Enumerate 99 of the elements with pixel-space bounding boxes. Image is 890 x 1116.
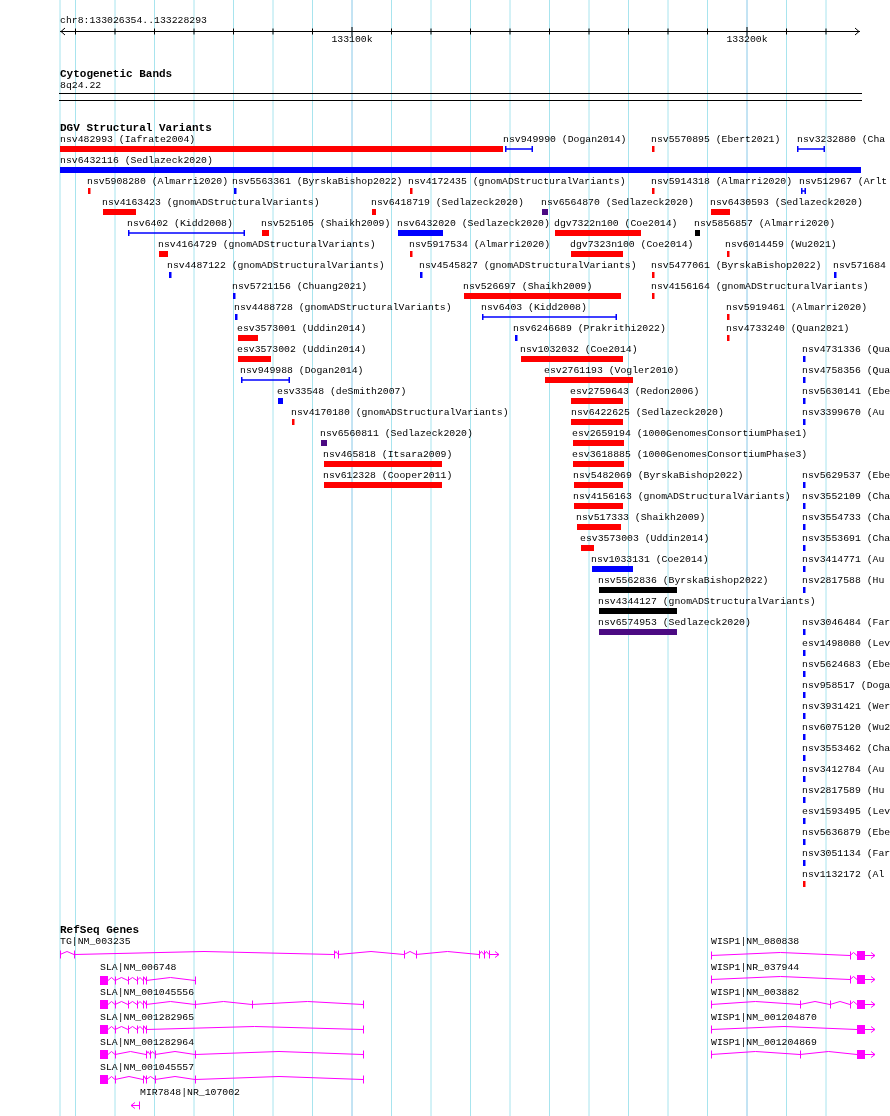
gene-label: SLA|NM_006748 [100, 962, 177, 974]
variant-label: esv2659194 (1000GenomesConsortiumPhase1) [572, 428, 808, 440]
variant-label: esv1593495 (Lev [802, 806, 890, 818]
variant-label: nsv526697 (Shaikh2009) [463, 281, 593, 293]
variant-label: nsv5629537 (Ebe [802, 470, 890, 482]
region-coordinates: chr8:133026354..133228293 [60, 15, 207, 27]
variant-label: nsv2817588 (Hu [802, 575, 885, 587]
variant-label: nsv3399670 (Au [802, 407, 885, 419]
gene-label: SLA|NM_001045557 [100, 1062, 195, 1074]
variant-label: nsv6014459 (Wu2021) [725, 239, 837, 251]
cytoband-label: 8q24.22 [60, 80, 102, 92]
variant-label: nsv4156163 (gnomADStructuralVariants) [573, 491, 791, 503]
variant-label: nsv6560811 (Sedlazeck2020) [320, 428, 473, 440]
track-title: Cytogenetic Bands [60, 68, 173, 80]
variant-label: nsv6246689 (Prakrithi2022) [513, 323, 666, 335]
variant-label: nsv525105 (Shaikh2009) [261, 218, 391, 230]
variant-label: esv1498080 (Lev [802, 638, 890, 650]
variant-label: nsv5563361 (ByrskaBishop2022) [232, 176, 403, 188]
variant-label: nsv3552109 (Cha [802, 491, 890, 503]
variant-label: nsv4488728 (gnomADStructuralVariants) [234, 302, 452, 314]
variant-label: dgv7322n100 (Coe2014) [554, 218, 678, 230]
variant-label: nsv6432116 (Sedlazeck2020) [60, 155, 213, 167]
variant-label: nsv4487122 (gnomADStructuralVariants) [167, 260, 385, 272]
gene-label: SLA|NM_001045556 [100, 987, 195, 999]
gene-label: WISP1|NM_003882 [711, 987, 800, 999]
tick-label: 133200k [726, 34, 768, 46]
variant-label: nsv4733240 (Quan2021) [726, 323, 850, 335]
variant-label: nsv6403 (Kidd2008) [481, 302, 587, 314]
variant-label: nsv5914318 (Almarri2020) [651, 176, 793, 188]
variant-label: nsv482993 (Iafrate2004) [60, 134, 196, 146]
variant-label: nsv1032032 (Coe2014) [520, 344, 638, 356]
tick-label: 133100k [331, 34, 373, 46]
gene-label: MIR7848|NR_107002 [140, 1087, 240, 1099]
variant-label: nsv3553462 (Cha [802, 743, 890, 755]
variant-label: esv3573003 (Uddin2014) [580, 533, 710, 545]
variant-label: nsv4172435 (gnomADStructuralVariants) [408, 176, 626, 188]
gene-label: WISP1|NM_001204869 [711, 1037, 817, 1049]
variant-label: nsv6422625 (Sedlazeck2020) [571, 407, 724, 419]
variant-label: nsv5477061 (ByrskaBishop2022) [651, 260, 822, 272]
variant-label: nsv3553691 (Cha [802, 533, 890, 545]
variant-label: nsv6430593 (Sedlazeck2020) [710, 197, 863, 209]
variant-label: nsv3554733 (Cha [802, 512, 890, 524]
variant-label: nsv512967 (Arlt [799, 176, 888, 188]
variant-label: nsv5917534 (Almarri2020) [409, 239, 551, 251]
variant-label: nsv5636879 (Ebe [802, 827, 890, 839]
variant-label: nsv1033131 (Coe2014) [591, 554, 709, 566]
variant-label: nsv4170180 (gnomADStructuralVariants) [291, 407, 509, 419]
track-title: DGV Structural Variants [60, 122, 212, 134]
variant-label: nsv4545827 (gnomADStructuralVariants) [419, 260, 637, 272]
variant-label: esv33548 (deSmith2007) [277, 386, 407, 398]
variant-label: nsv4344127 (gnomADStructuralVariants) [598, 596, 816, 608]
variant-label: nsv5482069 (ByrskaBishop2022) [573, 470, 744, 482]
variant-label: esv3573002 (Uddin2014) [237, 344, 367, 356]
variant-label: nsv949988 (Dogan2014) [240, 365, 364, 377]
gene-label: SLA|NM_001282964 [100, 1037, 195, 1049]
gene-label: WISP1|NM_001204870 [711, 1012, 817, 1024]
variant-label: nsv4758356 (Qua [802, 365, 890, 377]
variant-label: nsv949990 (Dogan2014) [503, 134, 627, 146]
variant-label: esv3618885 (1000GenomesConsortiumPhase3) [572, 449, 808, 461]
variant-label: nsv3232880 (Cha [797, 134, 886, 146]
variant-label: nsv5721156 (Chuang2021) [232, 281, 368, 293]
gene-label: SLA|NM_001282965 [100, 1012, 195, 1024]
gene-label: WISP1|NM_080838 [711, 936, 800, 948]
variant-label: nsv1132172 (Al [802, 869, 885, 881]
variant-label: nsv5856857 (Almarri2020) [694, 218, 836, 230]
variant-label: nsv3414771 (Au [802, 554, 885, 566]
variant-label: nsv4164729 (gnomADStructuralVariants) [158, 239, 376, 251]
variant-label: esv2761193 (Vogler2010) [544, 365, 680, 377]
variant-label: nsv5919461 (Almarri2020) [726, 302, 868, 314]
variant-label: esv3573001 (Uddin2014) [237, 323, 367, 335]
variant-label: nsv5630141 (Ebe [802, 386, 890, 398]
variant-label: nsv6418719 (Sedlazeck2020) [371, 197, 524, 209]
variant-label: nsv958517 (Doga [802, 680, 890, 692]
variant-label: nsv6564870 (Sedlazeck2020) [541, 197, 694, 209]
variant-label: nsv5562836 (ByrskaBishop2022) [598, 575, 769, 587]
variant-label: nsv3051134 (Far [802, 848, 890, 860]
variant-label: nsv5624683 (Ebe [802, 659, 890, 671]
variant-label: nsv6432020 (Sedlazeck2020) [397, 218, 550, 230]
variant-label: nsv465818 (Itsara2009) [323, 449, 453, 461]
variant-label: nsv6075120 (Wu2 [802, 722, 890, 734]
variant-label: nsv5570895 (Ebert2021) [651, 134, 781, 146]
gene-label: TG|NM_003235 [60, 936, 131, 948]
track-title: RefSeq Genes [60, 924, 140, 936]
variant-label: nsv3046484 (Far [802, 617, 890, 629]
gene-label: WISP1|NR_037944 [711, 962, 800, 974]
variant-label: nsv4163423 (gnomADStructuralVariants) [102, 197, 320, 209]
variant-label: nsv6574953 (Sedlazeck2020) [598, 617, 751, 629]
variant-label: nsv571684 [833, 260, 886, 272]
variant-label: nsv3931421 (Wer [802, 701, 890, 713]
variant-label: nsv6402 (Kidd2008) [127, 218, 233, 230]
variant-label: nsv3412784 (Au [802, 764, 885, 776]
variant-label: nsv5908280 (Almarri2020) [87, 176, 229, 188]
variant-label: nsv4156164 (gnomADStructuralVariants) [651, 281, 869, 293]
variant-label: nsv4731336 (Qua [802, 344, 890, 356]
variant-label: nsv2817589 (Hu [802, 785, 885, 797]
variant-label: esv2759643 (Redon2006) [570, 386, 700, 398]
variant-label: dgv7323n100 (Coe2014) [570, 239, 694, 251]
variant-label: nsv517333 (Shaikh2009) [576, 512, 706, 524]
variant-label: nsv612328 (Cooper2011) [323, 470, 453, 482]
